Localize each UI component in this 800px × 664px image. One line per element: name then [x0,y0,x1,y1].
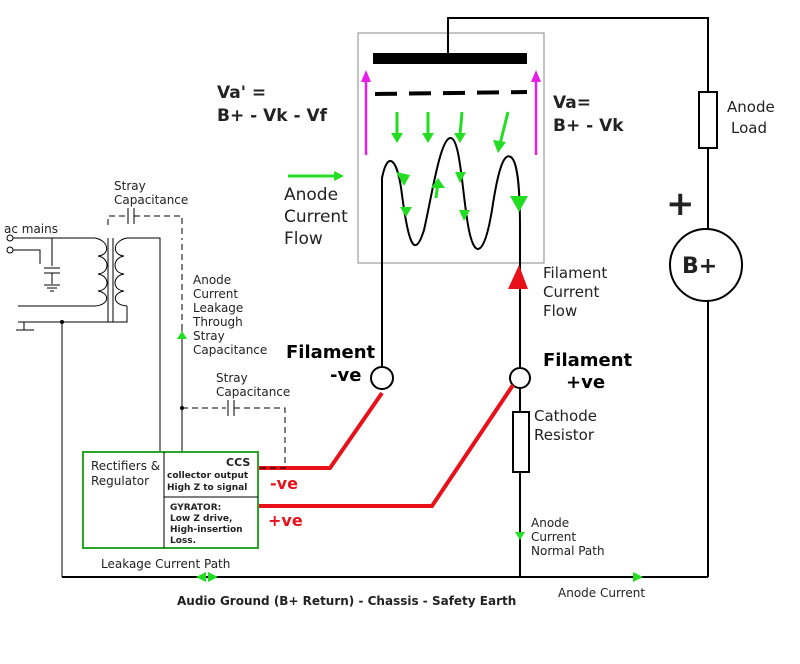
cathode-res-line2: Resistor [534,426,595,444]
anode-load-line1: Anode [727,98,775,116]
filament-pos-line1: Filament [543,350,633,371]
anode-wire [447,17,709,92]
stray-cap2-line1: Stray [216,371,248,385]
normal-path-line1: Anode [531,516,569,530]
gyrator-line1: GYRATOR: [170,503,221,513]
anode-load-resistor [698,91,718,149]
gyrator-line4: Loss. [170,536,196,546]
leakage-line3: Leakage [193,301,243,315]
anode-flow-line3: Flow [284,229,323,249]
normal-path-line2: Current [531,530,576,544]
va-line1: Va= [553,93,591,113]
cathode-resistor [512,411,530,473]
anode-load-line2: Load [731,119,767,137]
voltage-arrows [361,70,541,155]
va-prime-line2: B+ - Vk - Vf [217,106,328,126]
anode-current-label: Anode Current [558,586,645,600]
leakage-path-label: Leakage Current Path [101,557,230,571]
normal-path-line3: Normal Path [531,544,605,558]
cathode-res-line1: Cathode [534,407,597,425]
gyrator-line2: Low Z drive, [170,514,232,524]
gyrator-line3: High-insertion [170,525,243,535]
leakage-line4: Through [192,315,243,329]
electron-flow-arrows [177,111,643,582]
tube-envelope [357,32,545,264]
leakage-line2: Current [193,287,238,301]
leakage-line6: Capacitance [193,343,267,357]
stray-cap1-line2: Capacitance [114,193,188,207]
bplus-supply [669,228,743,302]
rectifiers-line1: Rectifiers & [91,459,160,473]
anode-flow-line1: Anode [284,185,338,205]
filament-neg-line2: -ve [330,365,361,386]
pos-out-label: +ve [268,511,303,530]
stray-cap1-line1: Stray [114,179,146,193]
va-prime-line1: Va' = [217,83,266,103]
control-grid [374,90,528,96]
bplus-label: B+ [682,254,717,279]
filament-flow-line3: Flow [543,302,577,320]
ccs-title: CCS [226,456,250,469]
filament-neg-terminal [370,366,394,390]
filament-pos-supply [258,383,515,508]
stray-cap2-line2: Capacitance [216,385,290,399]
regulator-box [82,451,259,549]
filament [381,137,521,300]
filament-flow-line2: Current [543,283,599,301]
leakage-line1: Anode [193,273,231,287]
anode-plate [373,53,527,64]
filament-neg-line1: Filament [286,342,376,363]
filament-neg-supply [258,391,384,470]
neg-out-label: -ve [270,474,298,493]
anode-flow-line2: Current [284,207,348,227]
rectifiers-line2: Regulator [91,474,149,488]
ac-mains-label: ac mains [4,222,58,236]
ground-bus-label: Audio Ground (B+ Return) - Chassis - Saf… [177,594,516,608]
ccs-line3: High Z to signal [167,483,247,493]
ccs-line2: collector output [167,471,249,481]
plus-sign: + [666,184,695,224]
mains-transformer [6,208,286,577]
leakage-line5: Stray [193,329,225,343]
va-line2: B+ - Vk [553,116,624,136]
filament-pos-line2: +ve [566,372,605,393]
filament-flow-line1: Filament [543,264,607,282]
